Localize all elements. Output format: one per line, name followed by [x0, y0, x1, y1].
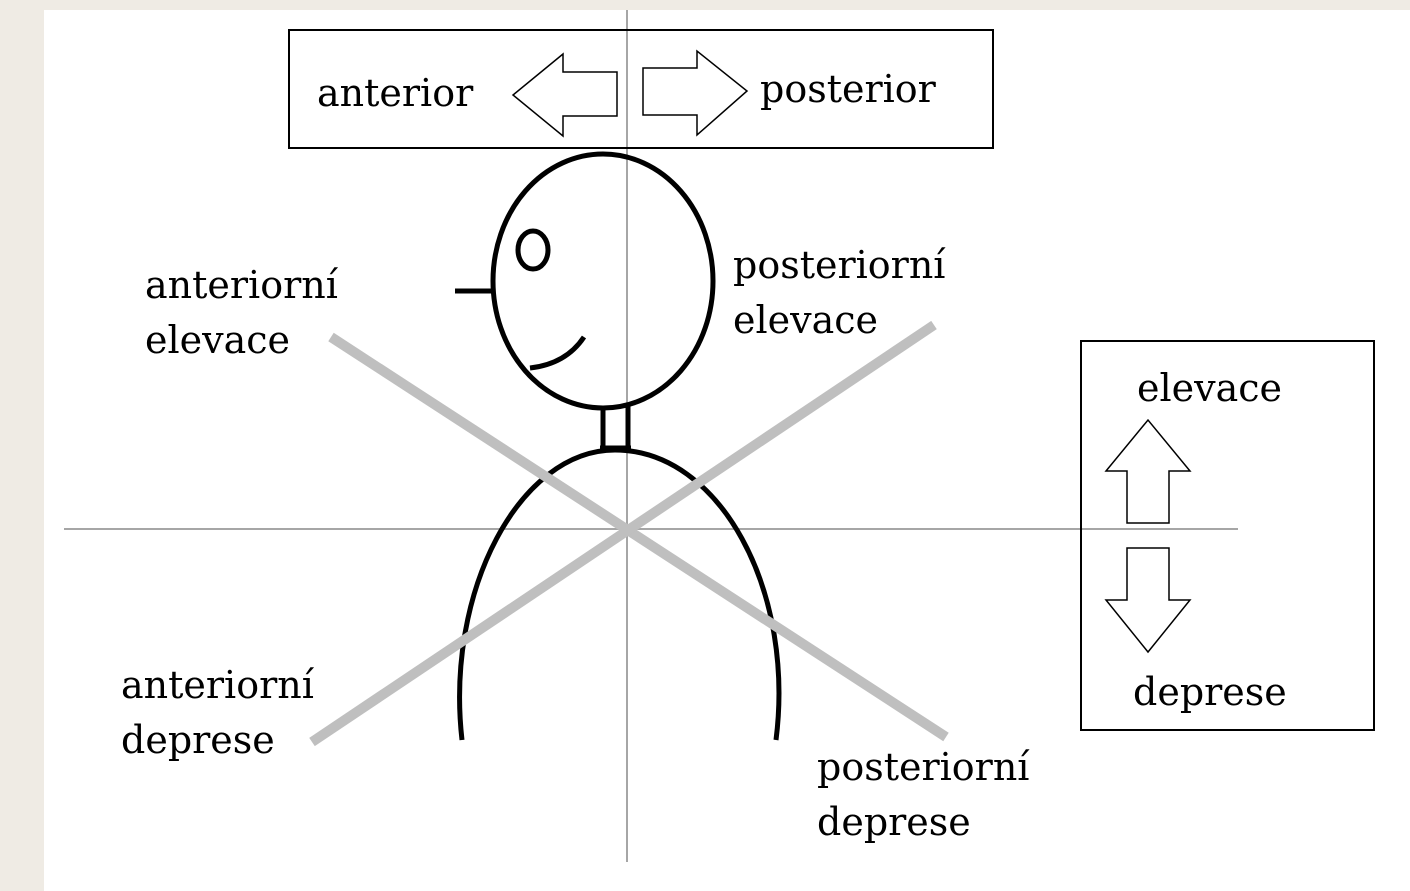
elevation-depression-box: [1080, 340, 1375, 731]
anterior-depression-label: anteriorní deprese: [121, 663, 314, 762]
anterior-posterior-box: [288, 29, 994, 149]
body-outline: [457, 447, 782, 741]
left-arrow-icon: [511, 52, 618, 138]
mouth-curve: [529, 335, 587, 371]
stick-figure: [455, 151, 782, 741]
anterior-depression-to-posterior-elevation-line: [309, 320, 937, 747]
shoulder-movement-diagram: [64, 10, 1375, 862]
diagram-canvas: anterior posterior elevace deprese anter…: [44, 10, 1410, 891]
head-circle: [490, 151, 716, 411]
down-arrow-icon: [1104, 547, 1192, 654]
posterior-elevation-label: posteriorní elevace: [733, 243, 946, 342]
up-arrow-icon: [1104, 418, 1192, 524]
posterior-depression-label: posteriorní deprese: [817, 745, 1030, 844]
eye-icon: [515, 228, 551, 272]
anterior-elevation-label: anteriorní elevace: [145, 263, 338, 362]
depression-label: deprese: [1133, 670, 1287, 714]
right-arrow-icon: [642, 49, 749, 137]
anterior-elevation-to-posterior-depression-line: [328, 332, 949, 742]
elevation-label: elevace: [1137, 366, 1283, 410]
anterior-label: anterior: [317, 71, 474, 115]
posterior-label: posterior: [760, 67, 936, 111]
